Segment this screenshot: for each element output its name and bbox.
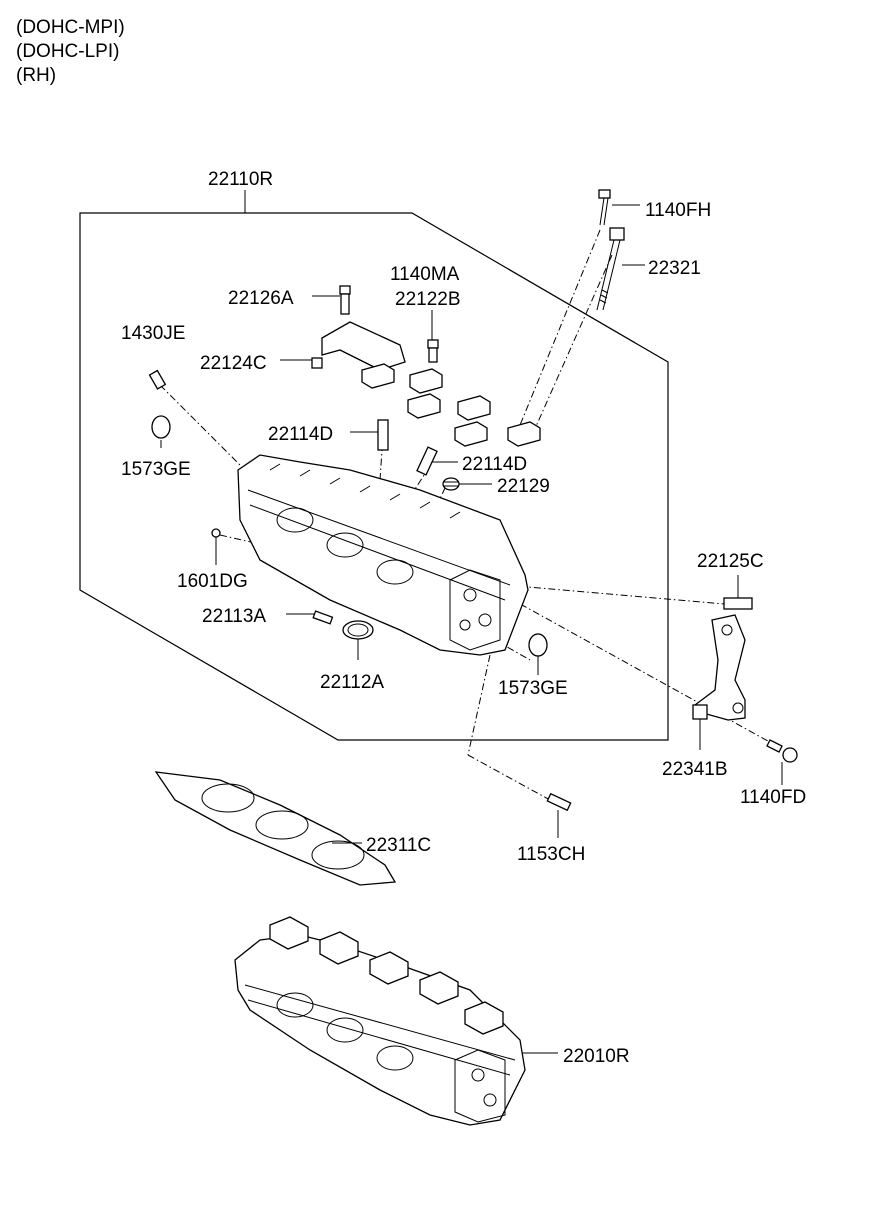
plug-1601dg xyxy=(211,528,221,538)
filter-22129 xyxy=(442,477,460,491)
label-22124c: 22124C xyxy=(200,353,267,374)
label-1153ch: 1153CH xyxy=(517,844,585,865)
dowel-22114d-right xyxy=(416,446,438,476)
pin-1430je xyxy=(148,369,167,390)
cam-bearing-caps xyxy=(321,321,541,447)
label-1430je: 1430JE xyxy=(121,323,185,344)
stud-22125c xyxy=(723,597,753,610)
bolt-22321 xyxy=(596,227,625,311)
label-22112a: 22112A xyxy=(320,672,384,693)
variant-label-lpi: (DOHC-LPI) xyxy=(16,41,120,62)
label-22126a: 22126A xyxy=(228,288,294,309)
label-22129: 22129 xyxy=(497,476,550,497)
label-22341b: 22341B xyxy=(662,759,728,780)
variant-label-mpi: (DOHC-MPI) xyxy=(16,17,125,38)
label-1140ma: 1140MA xyxy=(390,264,460,285)
dowel-22124c xyxy=(311,357,323,369)
label-22321: 22321 xyxy=(648,258,701,279)
label-22125c: 22125C xyxy=(697,551,764,572)
bolt-22126a xyxy=(339,285,351,315)
gasket-22311c xyxy=(154,771,397,886)
label-1140fd: 1140FD xyxy=(740,787,806,808)
cylinder-head-22110r xyxy=(237,454,529,656)
label-1573ge-left: 1573GE xyxy=(121,459,191,480)
bracket-22341b xyxy=(692,614,746,721)
plug-1573ge-left xyxy=(151,415,171,439)
dowel-22113a xyxy=(312,610,334,625)
label-22311c: 22311C xyxy=(366,835,431,856)
label-22110r: 22110R xyxy=(208,169,273,190)
label-1573ge-right: 1573GE xyxy=(498,678,568,699)
bolt-1140ma xyxy=(427,339,439,363)
label-22113a: 22113A xyxy=(202,606,266,627)
label-22114d-left: 22114D xyxy=(268,424,333,445)
stud-1153ch xyxy=(546,792,572,812)
label-22122b: 22122B xyxy=(395,289,461,310)
leader-lines xyxy=(160,204,783,1054)
side-label-rh: (RH) xyxy=(16,65,57,86)
label-22010r: 22010R xyxy=(563,1046,630,1067)
bolt-1140fd xyxy=(766,739,798,763)
assembly-frame xyxy=(79,212,669,741)
bolt-1140fh xyxy=(598,189,611,226)
dowel-22114d-left xyxy=(377,419,389,451)
seal-22112a xyxy=(342,620,374,640)
plug-1573ge-right xyxy=(528,633,548,657)
label-1601dg: 1601DG xyxy=(177,571,248,592)
cylinder-head-assembly-22010r xyxy=(234,916,526,1126)
label-1140fh: 1140FH xyxy=(645,200,711,221)
label-22114d-right: 22114D xyxy=(462,454,527,475)
